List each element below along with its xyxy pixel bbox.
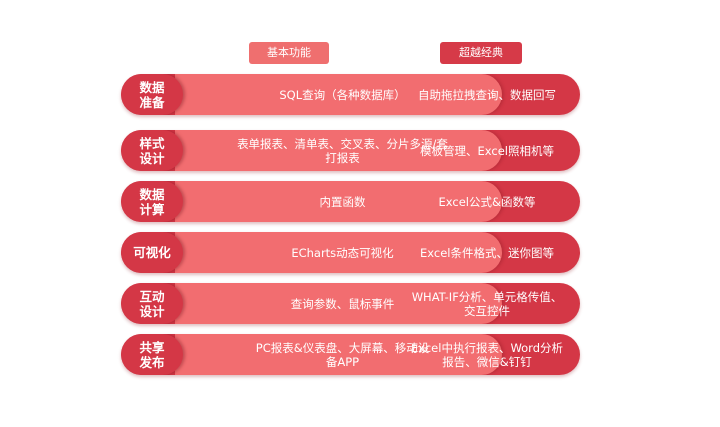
row-label-text: 互动设计: [139, 288, 165, 319]
super-feature-text: 模板管理、Excel照相机等: [420, 143, 554, 158]
basic-feature-text: 内置函数: [319, 194, 366, 209]
basic-feature-text: ECharts动态可视化: [291, 245, 394, 260]
row-label: 样式设计: [121, 130, 183, 171]
basic-feature-text: PC报表&仪表盘、大屏幕、移动设备APP: [255, 340, 430, 369]
feature-row-visualization: 可视化 ECharts动态可视化: [121, 232, 580, 273]
super-feature-text: Excel公式&函数等: [438, 194, 536, 209]
basic-feature-text: SQL查询（各种数据库）: [279, 87, 406, 102]
row-label-text: 共享发布: [139, 339, 165, 370]
super-feature-text: Excel中执行报表、Word分析报告、微信&钉钉: [410, 340, 564, 369]
basic-feature-text: 表单报表、清单表、交叉表、分片多源/套打报表: [237, 136, 448, 165]
feature-row-data-prep: 数据准备 SQL查询（各种数据库）: [121, 74, 580, 115]
basic-segment: [175, 232, 502, 273]
super-feature-text: WHAT-IF分析、单元格传值、交互控件: [411, 289, 563, 318]
basic-segment: [175, 130, 502, 171]
super-feature-text: 自助拖拉拽查询、数据回写: [418, 87, 556, 102]
row-label-text: 可视化: [133, 245, 171, 260]
feature-row-style-design: 样式设计 表单报表、清单表、交叉表、分片多源/套打报表: [121, 130, 580, 171]
row-label: 互动设计: [121, 283, 183, 324]
basic-feature-text: 查询参数、鼠标事件: [290, 296, 395, 311]
row-label-text: 样式设计: [139, 135, 165, 166]
header-basic-features: 基本功能: [249, 42, 329, 64]
super-feature-text: Excel条件格式、迷你图等: [420, 245, 554, 260]
row-label-text: 数据准备: [139, 79, 165, 110]
row-label: 数据准备: [121, 74, 183, 115]
row-label: 数据计算: [121, 181, 183, 222]
basic-segment: [175, 283, 502, 324]
feature-row-interaction: 互动设计 查询参数、鼠标事件: [121, 283, 580, 324]
basic-segment: [175, 181, 502, 222]
basic-segment: [175, 334, 502, 375]
basic-segment: [175, 74, 502, 115]
row-label: 共享发布: [121, 334, 183, 375]
header-beyond-classic: 超越经典: [440, 42, 522, 64]
row-label-text: 数据计算: [139, 186, 165, 217]
feature-row-publishing: 共享发布 PC报表&仪表盘、大屏幕、移动设备APP: [121, 334, 580, 375]
row-label: 可视化: [121, 232, 183, 273]
feature-row-data-calc: 数据计算 内置函数: [121, 181, 580, 222]
